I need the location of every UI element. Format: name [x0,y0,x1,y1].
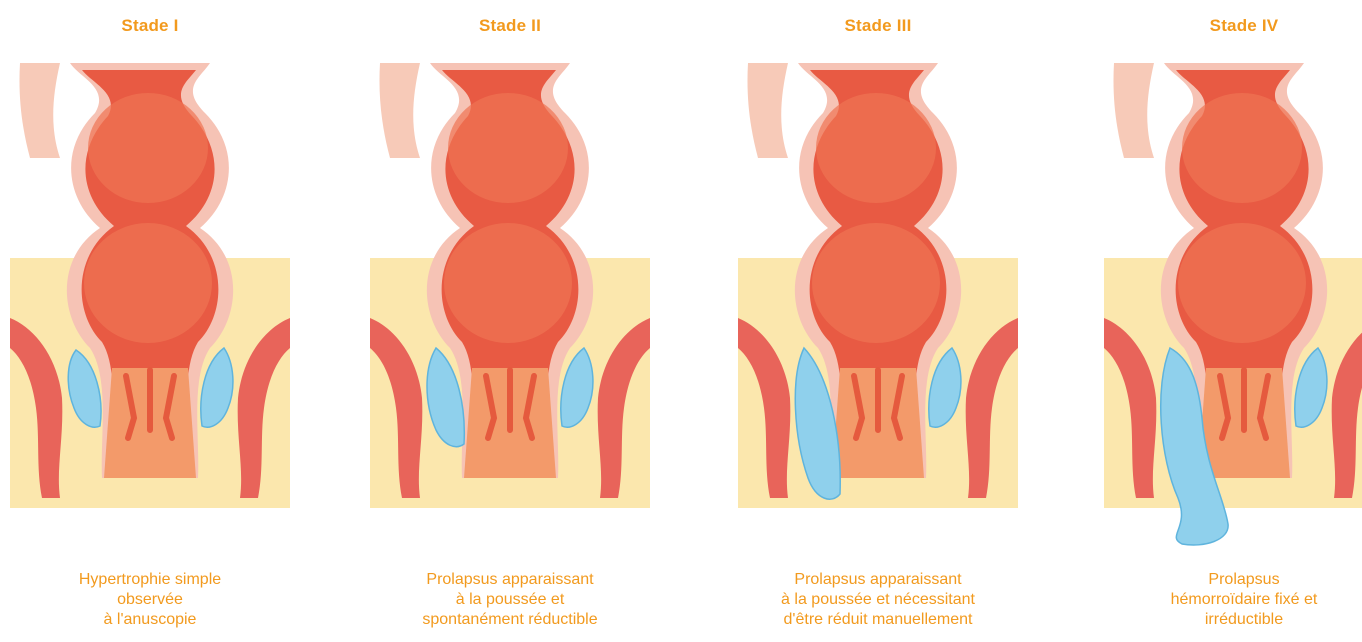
stage-1-caption: Hypertrophie simple observée à l'anuscop… [0,570,300,630]
stage-1-caption-line-2: observée [0,590,300,610]
stage-2-illustration [360,58,660,546]
upper-tissue [747,63,788,158]
stage-4-caption-line-2: hémorroïdaire fixé et [1094,590,1362,610]
stage-2-caption-line-3: spontanément réductible [360,610,660,630]
lower-ampulla [444,223,572,343]
stage-1: Stade I Hypertrophie simple observée à l… [0,0,300,642]
stage-2-caption-line-2: à la poussée et [360,590,660,610]
stage-4: Stade IV Prolapsus hémorroïdaire fixé et… [1094,0,1362,642]
stage-2-caption-line-1: Prolapsus apparaissant [360,570,660,590]
stage-3-caption-line-2: à la poussée et nécessitant [728,590,1028,610]
stage-4-illustration [1094,58,1362,546]
stage-4-caption-line-3: irréductible [1094,610,1362,630]
stage-2: Stade II Prolapsus apparaissant à la pou… [360,0,660,642]
upper-tissue [1113,63,1154,158]
upper-tissue [379,63,420,158]
stage-3-illustration [728,58,1028,546]
upper-ampulla [816,93,936,203]
upper-tissue [19,63,60,158]
stage-1-caption-line-3: à l'anuscopie [0,610,300,630]
lower-ampulla [84,223,212,343]
stage-4-title: Stade IV [1094,16,1362,36]
stage-3-caption-line-1: Prolapsus apparaissant [728,570,1028,590]
stage-3-caption-line-3: d'être réduit manuellement [728,610,1028,630]
upper-ampulla [1182,93,1302,203]
stage-1-illustration [0,58,300,546]
stage-4-caption-line-1: Prolapsus [1094,570,1362,590]
stage-1-caption-line-1: Hypertrophie simple [0,570,300,590]
stage-3-title: Stade III [728,16,1028,36]
upper-ampulla [88,93,208,203]
lower-ampulla [1178,223,1306,343]
upper-ampulla [448,93,568,203]
stage-3-caption: Prolapsus apparaissant à la poussée et n… [728,570,1028,630]
lower-ampulla [812,223,940,343]
stage-4-caption: Prolapsus hémorroïdaire fixé et irréduct… [1094,570,1362,630]
stage-3: Stade III Prolapsus apparaissant à la po… [728,0,1028,642]
stage-2-title: Stade II [360,16,660,36]
stage-1-title: Stade I [0,16,300,36]
stage-2-caption: Prolapsus apparaissant à la poussée et s… [360,570,660,630]
